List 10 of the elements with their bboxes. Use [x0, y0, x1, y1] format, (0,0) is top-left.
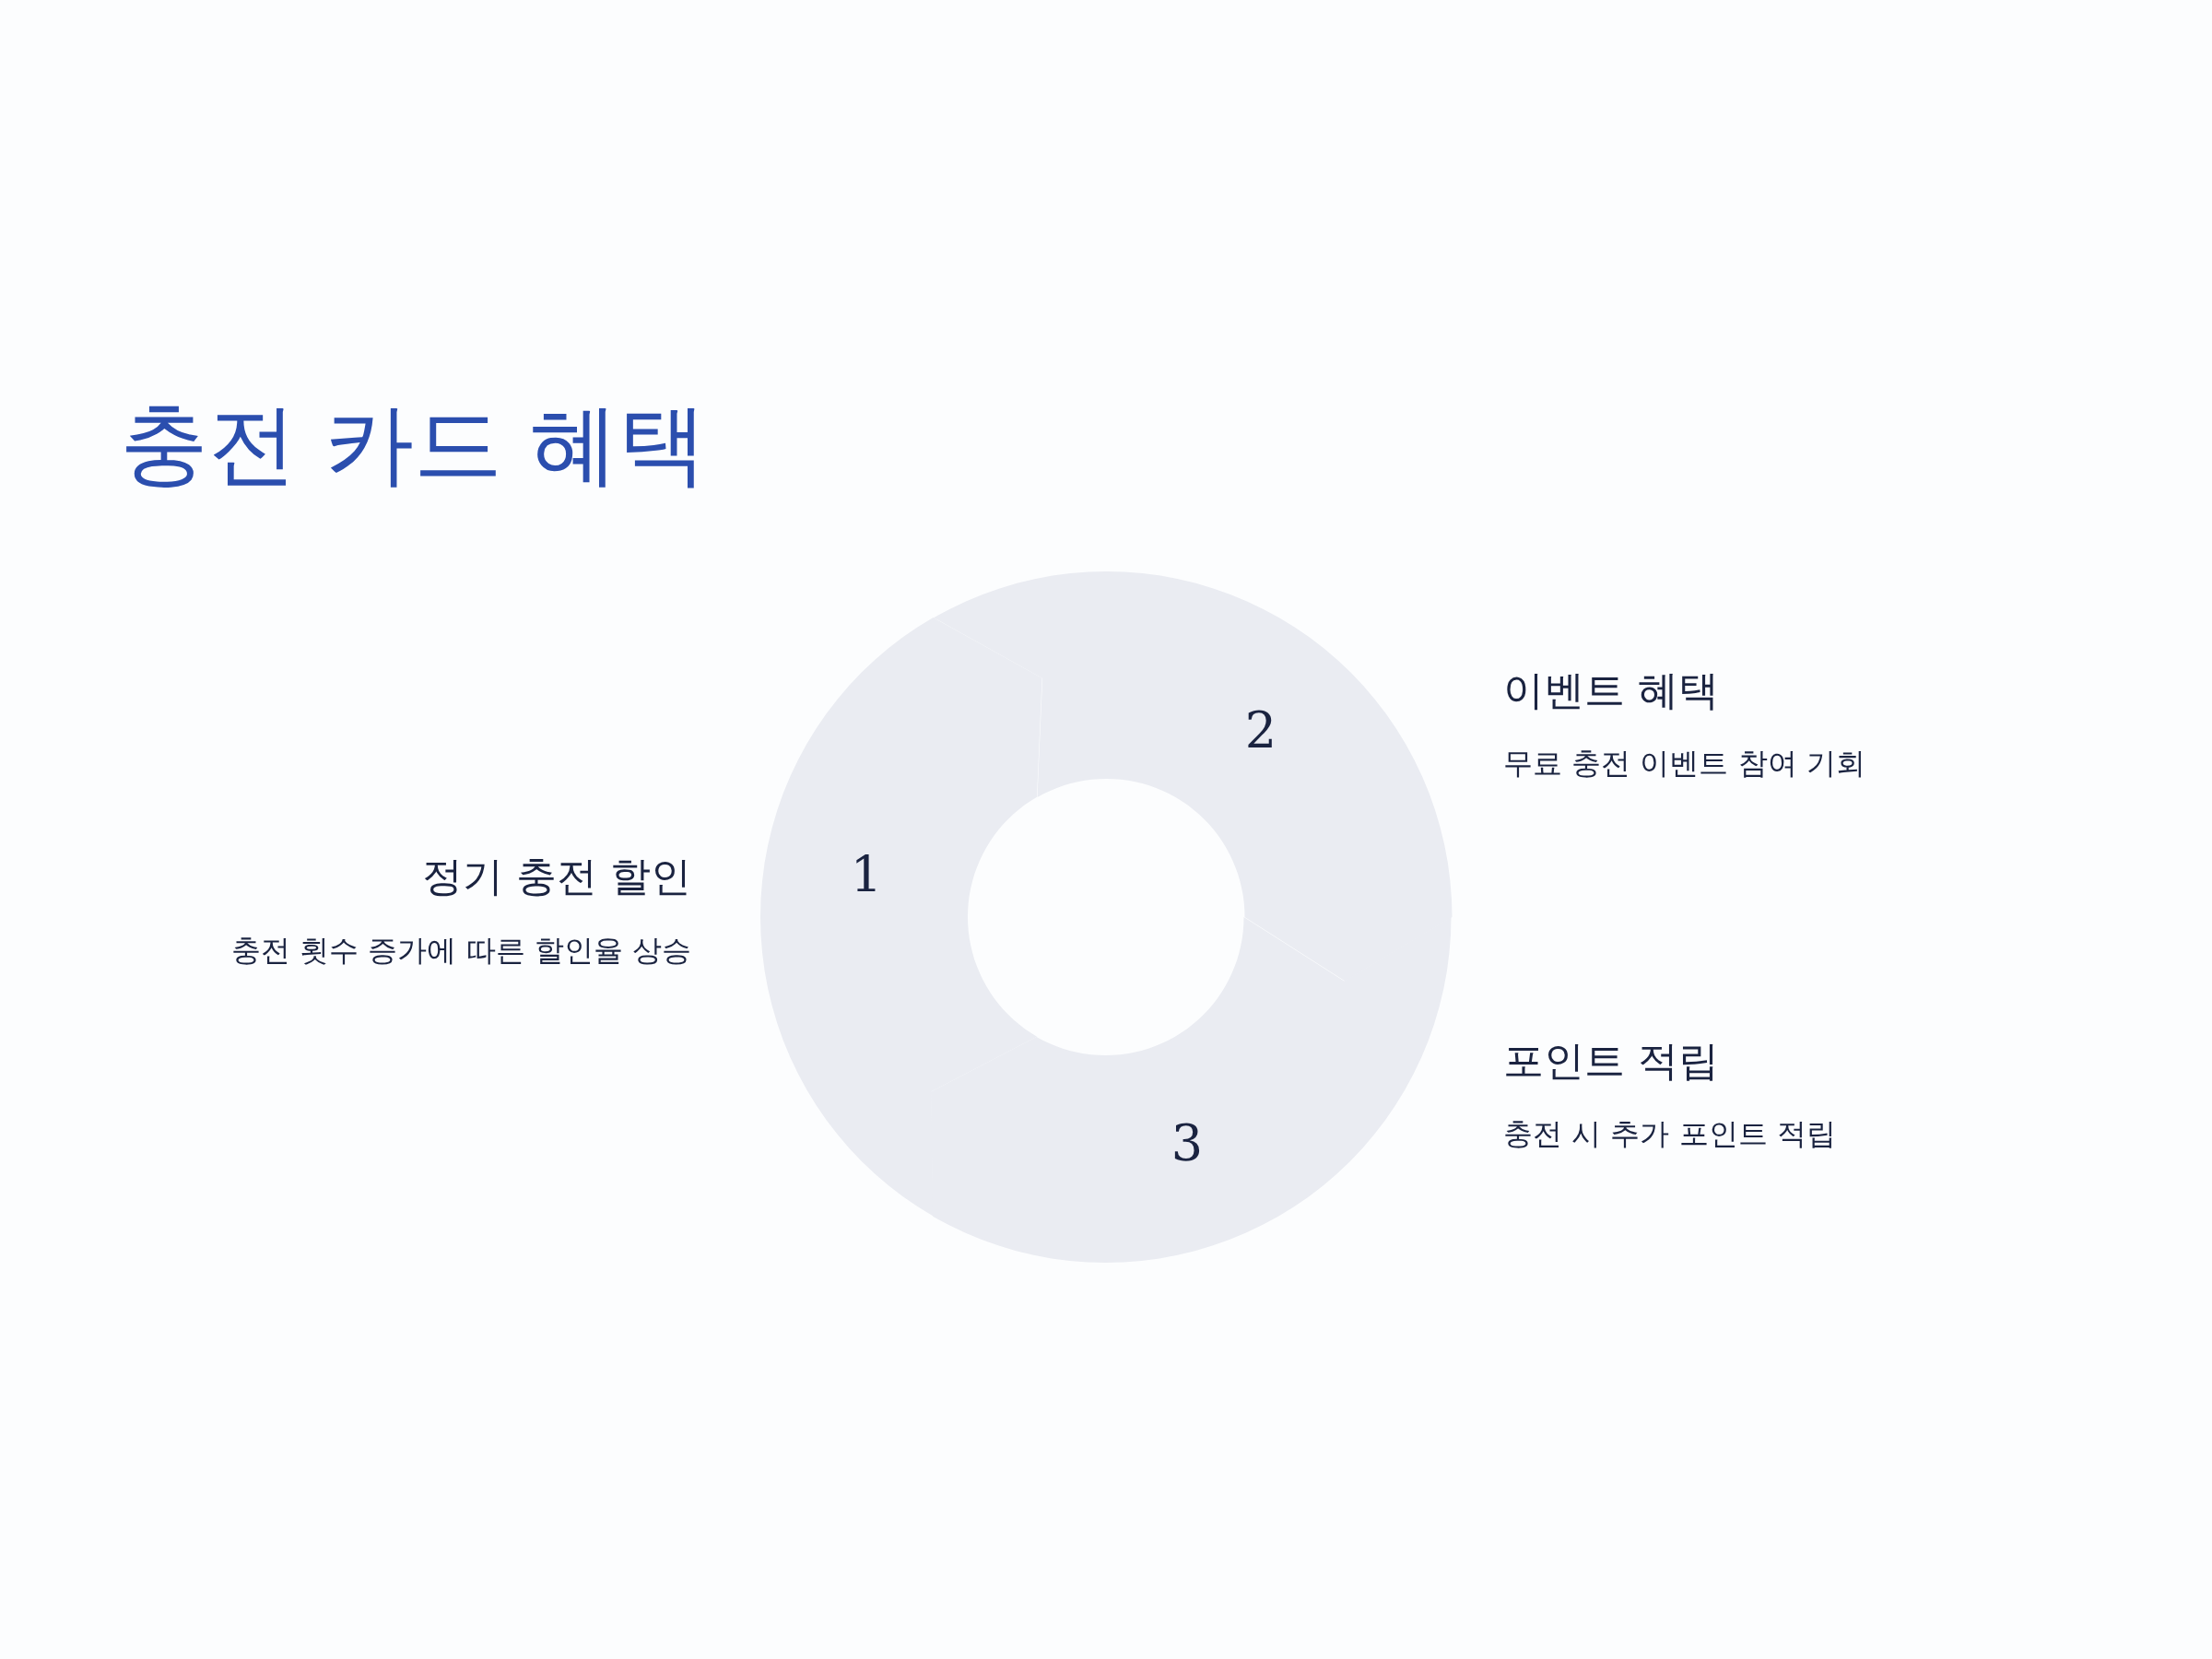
step-number: 2: [1244, 706, 1277, 756]
benefit-description: 충전 시 추가 포인트 적립: [1503, 1116, 1836, 1152]
step-number: 3: [1171, 1119, 1204, 1169]
benefit-description: 무료 충전 이벤트 참여 기회: [1503, 746, 1865, 782]
benefit-heading: 이벤트 혜택: [1503, 666, 1719, 715]
benefit-description: 충전 횟수 증가에 따른 할인율 상승: [231, 933, 691, 969]
benefit-heading: 정기 충전 할인: [422, 853, 691, 901]
benefit-heading: 포인트 적립: [1503, 1037, 1719, 1086]
diagram-title: 충전 카드 혜택: [120, 392, 708, 498]
step-number: 1: [850, 851, 883, 900]
